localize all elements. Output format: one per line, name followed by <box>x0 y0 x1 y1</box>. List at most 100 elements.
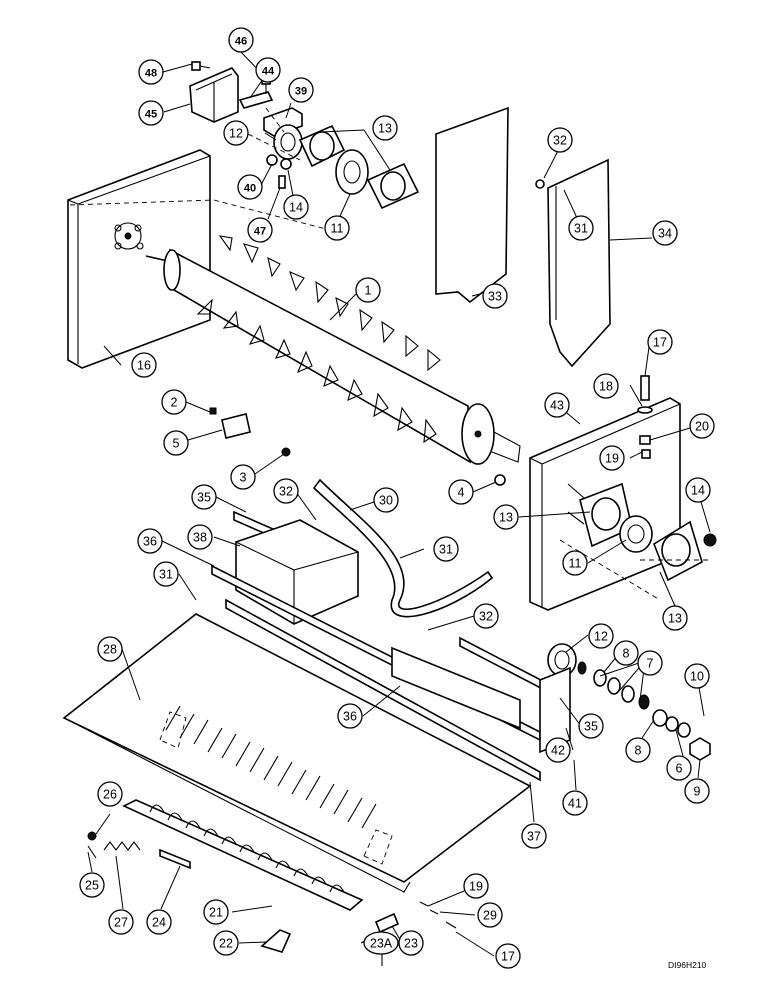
flange-13-mid <box>567 482 633 548</box>
callout-circle <box>562 790 588 816</box>
callout-number: 36 <box>143 535 157 549</box>
callout-16: 16 <box>131 352 157 378</box>
callout-number: 31 <box>159 568 173 582</box>
callout-number: 20 <box>695 420 709 434</box>
bearing-stack <box>547 643 711 761</box>
callout-number: 17 <box>653 336 667 350</box>
callout-circle <box>433 536 459 562</box>
fastener-32-top <box>535 179 545 189</box>
callout-2: 2 <box>161 389 187 415</box>
callout-number: 18 <box>599 380 613 394</box>
callout-46: 46 <box>228 27 254 53</box>
callout-circle <box>363 931 399 955</box>
callout-circle <box>666 755 692 781</box>
callout-circle <box>473 603 499 629</box>
callout-circle <box>283 194 309 220</box>
callout-circle <box>138 59 164 85</box>
callout-number: 13 <box>668 612 682 626</box>
callout-23A: 23A <box>363 931 399 955</box>
callout-circle <box>187 524 213 550</box>
callout-circle <box>223 120 249 146</box>
callout-18: 18 <box>593 373 619 399</box>
concave-28 <box>62 613 532 893</box>
callout-number: 19 <box>469 880 483 894</box>
callout-circle <box>373 487 399 513</box>
callout-28: 28 <box>97 636 123 662</box>
callout-43: 43 <box>544 392 570 418</box>
callout-number: 23A <box>370 937 393 951</box>
flange-13-right <box>653 520 703 582</box>
callout-circle <box>191 484 217 510</box>
flange-13-top-right <box>366 162 420 210</box>
callout-circle <box>495 943 521 969</box>
callout-circle <box>625 737 651 763</box>
callout-circle <box>237 174 263 200</box>
callout-number: 25 <box>85 879 99 893</box>
callout-number: 4 <box>458 486 465 500</box>
callout-circle <box>355 277 381 303</box>
callout-36b: 36 <box>337 703 363 729</box>
callout-34: 34 <box>652 220 678 246</box>
callout-number: 32 <box>279 485 293 499</box>
callout-circle <box>599 445 625 471</box>
callout-circle <box>213 930 239 956</box>
callout-number: 32 <box>553 134 567 148</box>
callout-number: 13 <box>378 122 392 136</box>
callout-number: 35 <box>584 720 598 734</box>
callout-circle <box>652 220 678 246</box>
callout-number: 48 <box>145 68 157 80</box>
hardware-19-29-17 <box>419 901 457 929</box>
callout-19a: 19 <box>599 445 625 471</box>
callout-circle <box>547 127 573 153</box>
callout-circle <box>544 392 570 418</box>
screw-2 <box>209 407 217 415</box>
fittings-40-14-47 <box>266 154 292 189</box>
callout-42: 42 <box>545 737 571 763</box>
callout-13a: 13 <box>372 115 398 141</box>
callout-number: 44 <box>262 66 275 78</box>
callout-circle <box>146 909 172 935</box>
callout-number: 19 <box>605 452 619 466</box>
callout-31b: 31 <box>433 536 459 562</box>
callout-circle <box>161 389 187 415</box>
callout-number: 31 <box>574 222 588 236</box>
callout-circle <box>337 703 363 729</box>
callout-number: 23 <box>404 937 418 951</box>
callout-number: 31 <box>439 543 453 557</box>
callout-number: 33 <box>488 290 502 304</box>
callout-37: 37 <box>521 823 547 849</box>
callout-35a: 35 <box>191 484 217 510</box>
callout-circle <box>662 605 688 631</box>
callout-circle <box>273 478 299 504</box>
bearing-12-top <box>273 124 303 160</box>
callout-number: 17 <box>501 950 515 964</box>
collar-11-right <box>619 515 653 553</box>
callout-8b: 8 <box>625 737 651 763</box>
callout-circle <box>463 873 489 899</box>
callout-6: 6 <box>666 755 692 781</box>
callout-circle <box>493 504 519 530</box>
callout-number: 21 <box>209 906 223 920</box>
callout-circle <box>137 528 163 554</box>
callout-circle <box>545 737 571 763</box>
callout-24: 24 <box>146 909 172 935</box>
callout-29: 29 <box>477 902 503 928</box>
callout-5: 5 <box>163 430 189 456</box>
block-22 <box>260 929 292 953</box>
callout-circle <box>163 430 189 456</box>
callout-circle <box>578 713 604 739</box>
callout-number: 8 <box>623 647 630 661</box>
callout-23: 23 <box>398 930 424 956</box>
callout-circle <box>108 909 134 935</box>
callout-number: 6 <box>676 762 683 776</box>
callout-48: 48 <box>138 59 164 85</box>
callout-12b: 12 <box>588 623 614 649</box>
callout-25: 25 <box>79 872 105 898</box>
callout-circle <box>588 623 614 649</box>
callout-circle <box>247 217 273 243</box>
callout-circle <box>255 57 281 83</box>
callout-circle <box>79 872 105 898</box>
callout-21: 21 <box>203 899 229 925</box>
callout-44: 44 <box>255 57 281 83</box>
callout-circle <box>230 464 256 490</box>
